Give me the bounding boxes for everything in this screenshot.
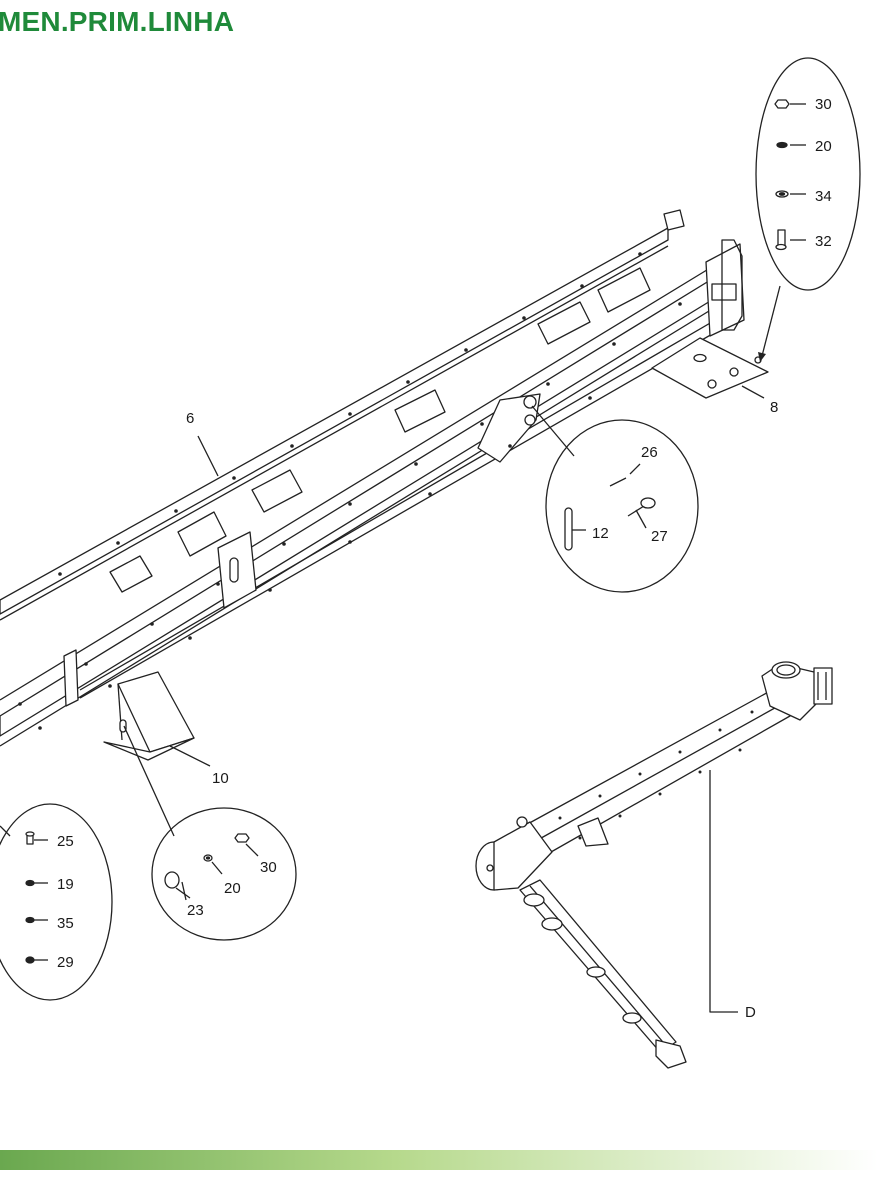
detail-ellipse-pin — [545, 419, 699, 593]
footer-gradient-bar — [0, 1150, 878, 1170]
callout-left-flat-washer: 35 — [57, 915, 74, 932]
callout-mid-bolt: 23 — [187, 902, 204, 919]
detail-ellipse-hardware-left — [0, 803, 113, 1001]
callout-mid-washer: 20 — [224, 880, 241, 897]
detail-ellipse-hardware-mid — [151, 807, 297, 941]
hardware-bottom-left — [0, 825, 48, 964]
callout-left-nut: 29 — [57, 954, 74, 971]
callout-auger-assembly: D — [745, 1004, 756, 1021]
callout-mid-nut: 30 — [260, 859, 277, 876]
base-plate — [651, 337, 769, 399]
page-title: MEN.PRIM.LINHA — [0, 6, 235, 37]
auger-assembly — [475, 661, 833, 1069]
pin-parts — [564, 463, 656, 551]
callout-bracket: 10 — [212, 770, 229, 787]
callout-left-washer: 19 — [57, 876, 74, 893]
callout-top-nut: 30 — [815, 96, 832, 113]
callout-top-flat-washer: 34 — [815, 188, 832, 205]
callout-base-plate: 8 — [770, 399, 778, 416]
hardware-bottom-mid — [164, 833, 259, 901]
callout-roll-pin: 26 — [641, 444, 658, 461]
callout-top-washer: 20 — [815, 138, 832, 155]
support-bracket — [103, 671, 195, 761]
callout-top-bolt: 32 — [815, 233, 832, 250]
callout-frame: 6 — [186, 410, 194, 427]
hardware-top-right — [774, 99, 806, 251]
detail-ellipse-hardware-top — [755, 57, 861, 291]
ladder-frame — [0, 209, 745, 747]
callout-left-bolt: 25 — [57, 833, 74, 850]
callout-lynch-pin: 27 — [651, 528, 668, 545]
callout-pin: 12 — [592, 525, 609, 542]
frame-holes — [18, 252, 682, 730]
